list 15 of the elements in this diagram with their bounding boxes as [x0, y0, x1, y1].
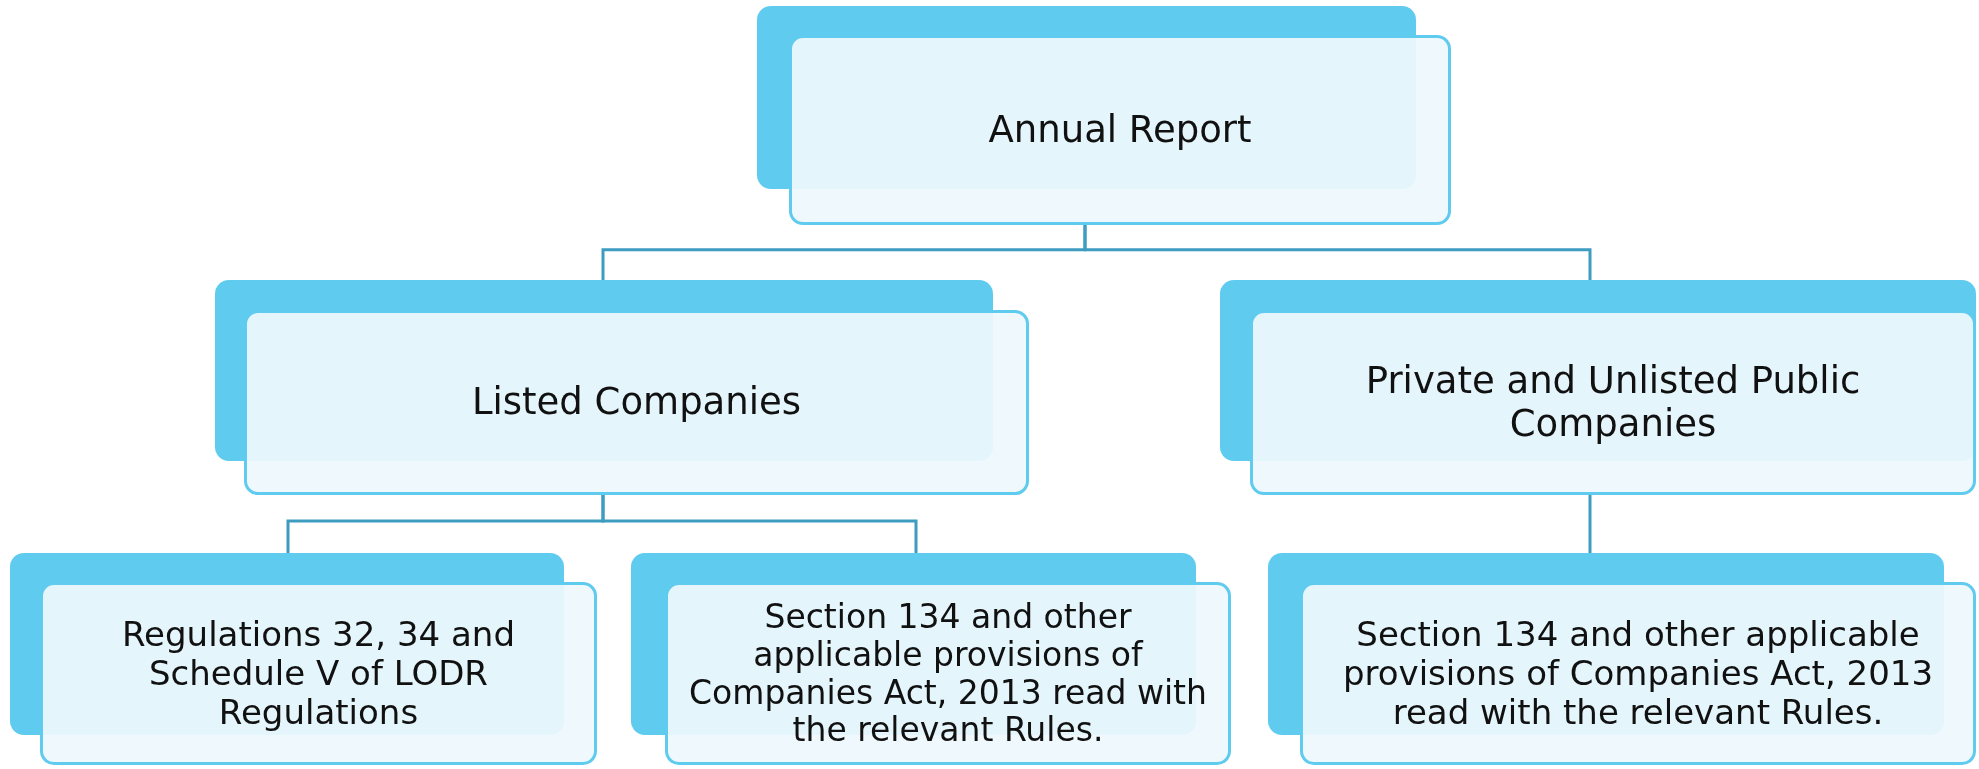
box-label: Regulations 32, 34 and Schedule V of LODR Regulations [121, 614, 516, 733]
connector-line [1083, 225, 1592, 280]
layered-box [631, 553, 1231, 765]
layered-box [10, 553, 597, 765]
connector-line [1588, 495, 1592, 553]
layered-box [757, 6, 1451, 225]
connector-line [601, 495, 918, 553]
layered-box [1220, 280, 1976, 495]
layered-box [1268, 553, 1976, 765]
box-label: Section 134 and other applicable provisions of Companies Act, 2013 read with the relevant Rules. [1341, 614, 1935, 733]
box-label: Listed Companies [471, 381, 802, 424]
box-label: Annual Report [988, 108, 1252, 152]
layered-box [215, 280, 1029, 495]
box-label: Section 134 and other applicable provisions of Companies Act, 2013 read with the relevant Rules. [688, 597, 1208, 750]
box-label: Private and Unlisted Public Companies [1364, 359, 1862, 446]
